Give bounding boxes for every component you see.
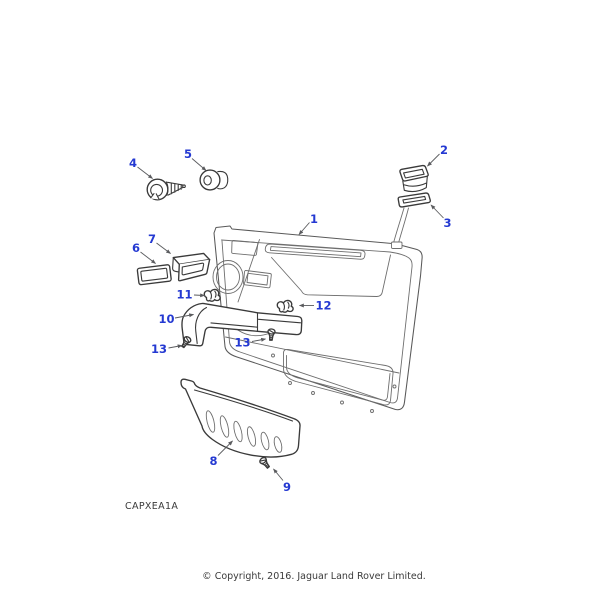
door-trim-panel [212,225,423,413]
speaker-grille [212,260,244,294]
callout-2: 2 [440,143,448,157]
bezel-6 [136,264,172,286]
leader-line-11 [193,293,206,298]
figure-code: CAPXEA1A [125,501,179,512]
leader-line-13 [251,337,267,342]
screw-13-center [267,328,276,341]
callout-7: 7 [148,232,156,246]
copyright-text: © Copyright, 2016. Jaguar Land Rover Lim… [202,571,426,582]
recess-line-left [237,239,260,303]
callout-8: 8 [209,454,217,468]
callout-1: 1 [310,212,318,226]
trim-slot [264,243,366,260]
leader-line-1 [298,222,310,235]
pull-cup-7 [172,252,211,282]
leader-line-2 [427,153,440,167]
leader-line-10 [174,313,195,319]
trim-clip-4 [146,178,186,201]
callout-11: 11 [176,288,192,302]
leader-line-8 [217,440,233,456]
leader-line-6 [140,251,156,264]
leader-line-7 [156,242,171,254]
grommet-5 [199,169,229,191]
bin-vents [205,410,283,453]
leader-line-9 [273,468,284,481]
screw-9 [259,456,270,469]
callout-10: 10 [158,312,174,326]
armrest [181,302,303,347]
retaining-clip-12 [276,299,294,313]
lock-strap [393,207,409,244]
callout-6: 6 [132,241,140,255]
tweeter-bezel [231,240,259,256]
callout-13: 13 [234,336,250,350]
leader-line-13 [168,344,183,349]
retaining-clip-11 [203,288,221,302]
stowage-bin [180,378,301,458]
lower-boundary [225,336,400,374]
callout-12: 12 [315,299,331,313]
lock-button-gasket-3 [397,192,431,208]
callout-4: 4 [129,156,137,170]
callout-3: 3 [443,216,451,230]
screw-13-left [181,336,192,349]
lock-button-bezel-2 [399,164,429,193]
lock-tab [391,241,403,249]
switch-bezel [243,270,272,289]
callout-9: 9 [283,480,291,494]
fixing-dots [271,353,397,413]
leader-line-5 [191,158,207,171]
leader-line-4 [137,166,153,179]
recess-outline [271,254,391,297]
callout-5: 5 [184,147,192,161]
callout-13: 13 [151,342,167,356]
leader-line-3 [430,204,444,219]
map-pocket [283,348,394,406]
